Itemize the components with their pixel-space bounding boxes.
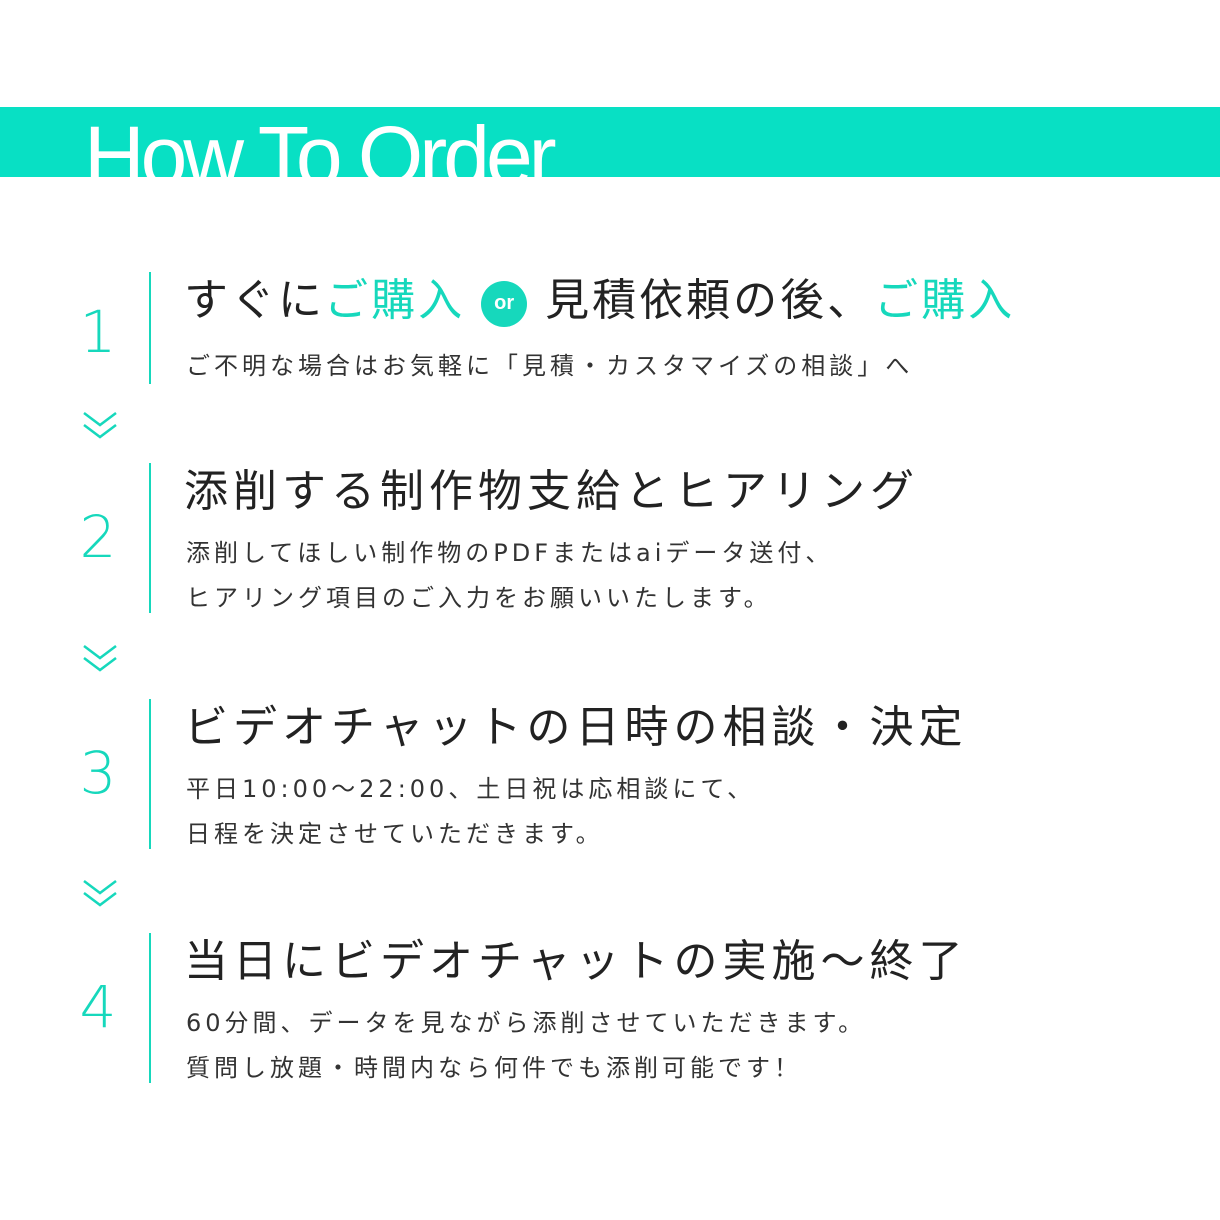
- step-description: 日程を決定させていただきます。: [186, 820, 604, 848]
- step-title-prefix: すぐに: [184, 275, 325, 326]
- or-badge: or: [481, 281, 528, 327]
- step-title-accent: ご購入: [874, 275, 1016, 326]
- double-chevron-down-icon: [83, 412, 117, 439]
- step-divider: [149, 463, 151, 613]
- step-number: 1: [79, 298, 117, 366]
- step-title: ビデオチャットの日時の相談・決定: [184, 702, 968, 753]
- step-divider: [149, 272, 151, 384]
- step-divider: [149, 699, 151, 849]
- step-3: 3 ビデオチャットの日時の相談・決定 平日10:00〜22:00、土日祝は応相談…: [0, 699, 1220, 849]
- step-description: 添削してほしい制作物のPDFまたはaiデータ送付、: [186, 539, 834, 567]
- step-number: 2: [79, 503, 117, 571]
- step-title-accent: ご購入: [324, 275, 466, 326]
- step-description: ご不明な場合はお気軽に「見積・カスタマイズの相談」へ: [186, 352, 914, 380]
- page-title: How To Order: [84, 109, 557, 177]
- step-description: 質問し放題・時間内なら何件でも添削可能です！: [186, 1054, 802, 1082]
- step-title: 当日にビデオチャットの実施〜終了: [184, 936, 968, 987]
- step-title: 添削する制作物支給とヒアリング: [184, 466, 919, 517]
- step-description: 60分間、データを見ながら添削させていただきます。: [186, 1009, 867, 1037]
- step-number: 3: [79, 739, 117, 807]
- step-number: 4: [79, 973, 117, 1041]
- double-chevron-down-icon: [83, 880, 117, 907]
- step-2: 2 添削する制作物支給とヒアリング 添削してほしい制作物のPDFまたはaiデータ…: [0, 463, 1220, 613]
- step-description: ヒアリング項目のご入力をお願いいたします。: [186, 584, 772, 612]
- step-title-middle: 見積依頼の後、: [545, 275, 875, 326]
- double-chevron-down-icon: [83, 645, 117, 672]
- step-description: 平日10:00〜22:00、土日祝は応相談にて、: [186, 775, 756, 803]
- header-banner: How To Order: [0, 107, 1220, 177]
- step-divider: [149, 933, 151, 1083]
- step-4: 4 当日にビデオチャットの実施〜終了 60分間、データを見ながら添削させていただ…: [0, 933, 1220, 1083]
